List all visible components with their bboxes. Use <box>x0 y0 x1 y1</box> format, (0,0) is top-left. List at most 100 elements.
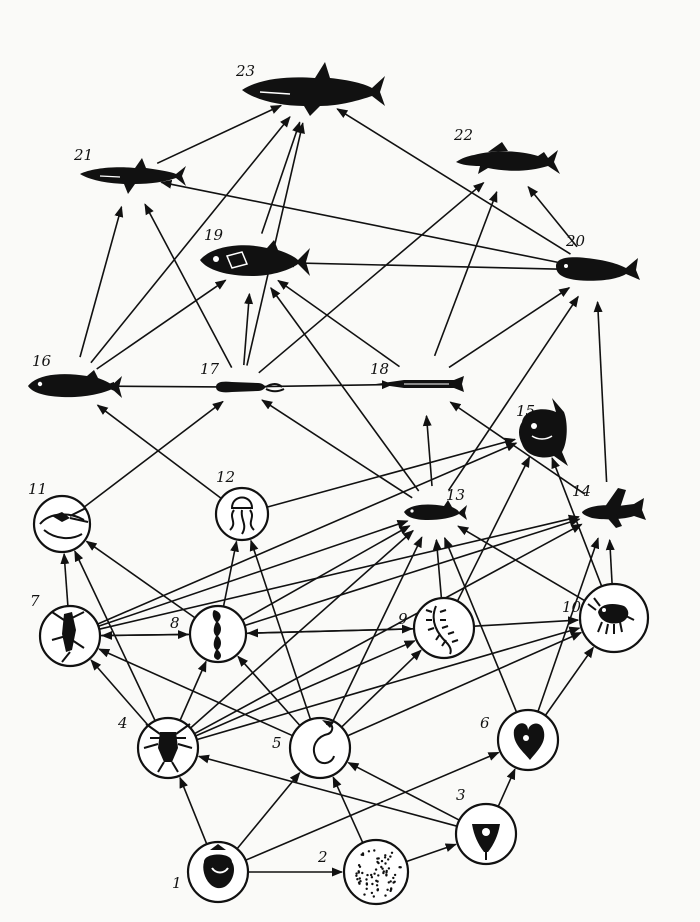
arrow-16-to-21 <box>79 205 124 358</box>
arrow-1-to-6 <box>245 751 500 861</box>
squid-icon <box>216 381 285 393</box>
dolphin-icon <box>456 142 560 174</box>
arrow-21-to-23 <box>156 104 283 165</box>
label-14: 14 <box>572 482 591 500</box>
small-fish-icon <box>404 500 467 520</box>
arrow-17-to-16 <box>102 381 221 391</box>
arrow-17-to-21 <box>144 203 233 368</box>
arrow-9-to-8 <box>246 628 415 638</box>
arrow-4-to-9 <box>195 640 416 737</box>
label-17: 17 <box>200 360 220 378</box>
arrow-20-to-22 <box>527 185 578 248</box>
hooked-worm-icon <box>288 716 352 780</box>
arrow-1-to-5 <box>236 771 301 850</box>
arrow-6-to-10 <box>544 646 594 716</box>
label-23: 23 <box>235 62 255 80</box>
arrow-7-to-14 <box>99 514 580 630</box>
arrow-17-to-18 <box>263 380 394 390</box>
arrow-7-to-13 <box>98 520 409 628</box>
label-4: 4 <box>117 714 128 732</box>
tuna-icon <box>200 240 310 276</box>
arrow-5-to-9 <box>341 649 422 728</box>
arrow-3-to-5 <box>347 761 460 821</box>
label-1: 1 <box>172 874 182 892</box>
arrow-16-to-23 <box>90 116 291 364</box>
arrow-7-to-11 <box>60 552 70 607</box>
ctenophore-icon <box>496 708 560 772</box>
label-19: 19 <box>204 226 224 244</box>
arrow-5-to-8 <box>237 655 301 727</box>
arrow-2-to-5 <box>332 776 364 844</box>
arrow-16-to-19 <box>96 279 227 370</box>
arrow-10-to-15 <box>551 457 603 587</box>
label-11: 11 <box>28 480 47 498</box>
arrow-5-to-7 <box>98 648 293 737</box>
phytoplankton-dots-icon <box>342 838 410 906</box>
arrow-8-to-14 <box>244 517 581 627</box>
label-8: 8 <box>170 614 180 632</box>
arrow-18-to-19 <box>277 279 400 368</box>
label-12: 12 <box>216 468 235 486</box>
arrow-8-to-12 <box>222 540 239 607</box>
arrow-1-to-4 <box>179 776 208 845</box>
amphipod-icon <box>578 582 650 654</box>
arrow-13-to-20 <box>447 295 579 491</box>
shrimp-larva-icon <box>38 604 102 668</box>
arrow-5-to-10 <box>347 631 583 737</box>
arrow-13-to-18 <box>422 414 433 487</box>
arrow-17-to-19 <box>243 292 254 366</box>
label-21: 21 <box>73 146 93 164</box>
label-6: 6 <box>480 714 490 732</box>
arrow-9-to-15 <box>456 455 531 602</box>
flying-fish-icon <box>582 488 646 528</box>
arrow-9-to-10 <box>473 616 580 627</box>
dolphinfish-icon <box>556 257 640 281</box>
large-shark-icon <box>242 62 385 116</box>
arrow-18-to-22 <box>433 190 498 357</box>
arrow-10-to-13 <box>457 525 586 602</box>
label-9: 9 <box>398 610 408 628</box>
arrow-3-to-4 <box>197 754 458 827</box>
arrow-3-to-6 <box>497 768 516 807</box>
label-5: 5 <box>272 734 282 752</box>
mollusc-larva-icon <box>186 840 250 904</box>
arrow-13-to-19 <box>270 286 420 492</box>
label-13: 13 <box>446 486 465 504</box>
jellyfish-icon <box>214 486 270 542</box>
arrow-8-to-7 <box>100 630 191 640</box>
label-2: 2 <box>317 848 328 866</box>
arrow-11-to-17 <box>83 400 224 508</box>
needlefish-icon <box>376 376 464 392</box>
label-7: 7 <box>30 592 40 610</box>
label-16: 16 <box>32 352 52 370</box>
label-20: 20 <box>565 232 586 250</box>
arrow-17-to-22 <box>258 181 485 374</box>
arrow-10-to-14 <box>605 538 615 585</box>
arrow-7-to-15 <box>97 442 518 625</box>
arrow-9-to-13 <box>432 538 443 599</box>
arrow-14-to-20 <box>593 300 608 483</box>
arrow-20-to-21 <box>160 179 567 265</box>
mackerel-icon <box>28 370 122 398</box>
arrow-4-to-7 <box>90 659 149 726</box>
label-3: 3 <box>456 786 466 804</box>
sunfish-icon <box>519 398 568 466</box>
arrow-13-to-17 <box>261 399 413 499</box>
arrow-18-to-20 <box>448 287 571 369</box>
arrow-8-to-11 <box>85 540 196 619</box>
label-22: 22 <box>453 126 473 144</box>
arrow-12-to-15 <box>266 437 517 508</box>
medusa-larva-icon <box>454 802 518 866</box>
arrow-20-to-23 <box>336 108 571 255</box>
siphonophore-icon <box>188 604 248 664</box>
label-10: 10 <box>562 598 582 616</box>
arrow-8-to-13 <box>242 525 411 621</box>
small-shark-icon <box>80 158 186 194</box>
arrow-2-to-3 <box>405 843 457 863</box>
polychaete-icon <box>412 596 476 660</box>
arrow-14-to-18 <box>449 401 586 495</box>
arrow-12-to-16 <box>96 404 222 500</box>
mysid-icon <box>32 494 92 554</box>
copepod-larva-icon <box>136 716 200 780</box>
